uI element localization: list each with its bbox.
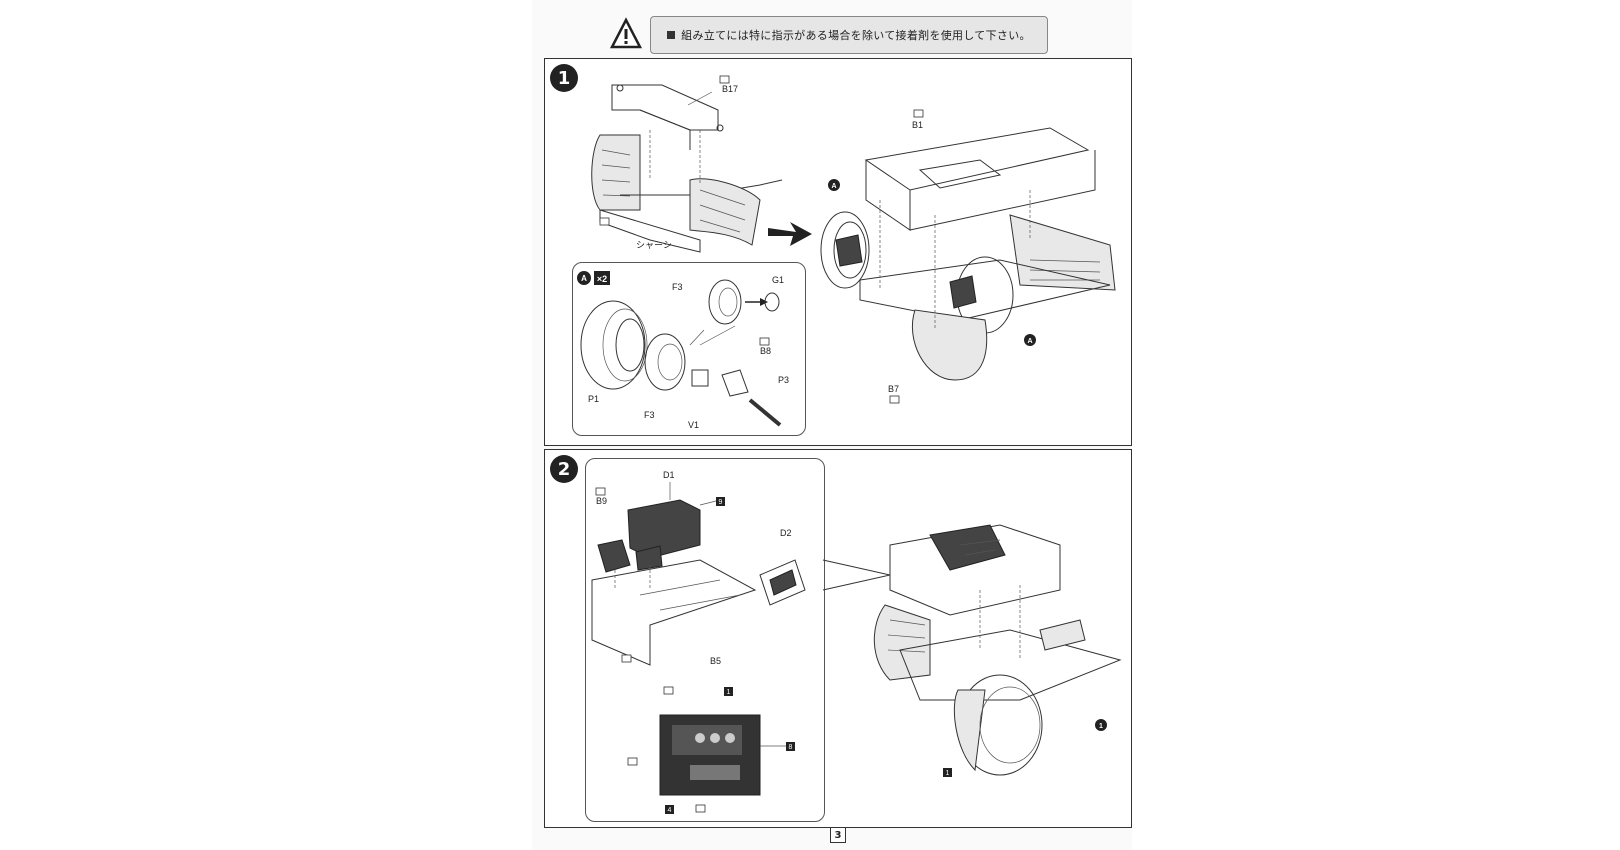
callout-9-box <box>716 497 725 506</box>
label-v1: V1 <box>688 420 699 430</box>
callout-8-box <box>786 742 795 751</box>
plating-icon <box>889 395 900 404</box>
label-f3: F3 <box>644 410 655 420</box>
marker-a-sub <box>577 271 591 285</box>
bracket-b9 <box>597 539 631 573</box>
warning-banner: 組み立てには特に指示がある場合を除いて接着剤を使用して下さい。 <box>650 16 1048 54</box>
step-2-number: 2 <box>550 455 578 483</box>
label-b8: B8 <box>760 346 771 356</box>
multiplier-badge <box>594 271 610 285</box>
rim-f3-detail <box>708 279 742 325</box>
screw-p3 <box>748 398 782 427</box>
plating-icon <box>599 217 610 226</box>
tire-p1 <box>580 300 646 390</box>
collar-v1 <box>691 369 709 387</box>
wheel-subassembly-panel <box>572 262 806 436</box>
label-b5: B5 <box>710 656 721 666</box>
plating-icon <box>913 109 924 118</box>
rim-f3 <box>644 333 686 391</box>
assembled-chassis <box>820 127 1116 381</box>
engine-block-d1 <box>627 499 701 571</box>
callout-1b-text: 1 <box>946 770 950 777</box>
plating-icon <box>595 487 606 496</box>
warning-icon <box>609 17 643 49</box>
callout-4-box <box>665 805 674 814</box>
label-g1: G1 <box>772 275 784 285</box>
plating-icon <box>695 804 706 813</box>
callout-4-text: 4 <box>668 807 672 814</box>
plating-icon <box>719 75 730 84</box>
assembled-body-step-2 <box>873 524 1122 776</box>
label-b7: B7 <box>888 384 899 394</box>
label-d2: D2 <box>780 528 792 538</box>
label-b1: B1 <box>912 120 923 130</box>
label-p3: P3 <box>778 375 789 385</box>
step-1-ref-marker <box>1095 719 1107 731</box>
label-f3-top: F3 <box>672 282 683 292</box>
label-d1: D1 <box>663 470 675 480</box>
hub-b8 <box>721 369 749 397</box>
part-d2 <box>759 559 806 606</box>
plating-icon <box>627 757 638 766</box>
marker-a-right-text: A <box>1027 338 1032 345</box>
callout-8-text: 8 <box>789 744 793 751</box>
callout-1-text: 1 <box>727 689 731 696</box>
step-1-ref-text: 1 <box>1099 723 1103 730</box>
multiplier-text: ×2 <box>597 274 607 284</box>
label-p1: P1 <box>588 394 599 404</box>
plating-icon <box>621 654 632 663</box>
callout-1-box <box>724 687 733 696</box>
callout-1b-box <box>943 768 952 777</box>
arrow-icon <box>768 222 812 246</box>
label-b9: B9 <box>596 496 607 506</box>
base-b5 <box>591 559 757 666</box>
bullet-square-icon <box>667 31 676 39</box>
step-1-number: 1 <box>550 64 578 92</box>
label-chassis: シャーシ <box>636 240 672 250</box>
plating-icon <box>663 686 674 695</box>
callout-9-text: 9 <box>719 499 723 506</box>
plating-icon <box>759 337 770 346</box>
marker-a-sub-text: A <box>581 274 587 283</box>
cap-g1 <box>764 292 780 312</box>
page-number: 3 <box>830 827 846 843</box>
marker-a-right <box>1024 334 1036 346</box>
warning-text: 組み立てには特に指示がある場合を除いて接着剤を使用して下さい。 <box>681 29 1031 42</box>
marker-a-top <box>828 179 840 191</box>
marker-a-top-text: A <box>831 183 836 190</box>
label-b17: B17 <box>722 84 738 94</box>
